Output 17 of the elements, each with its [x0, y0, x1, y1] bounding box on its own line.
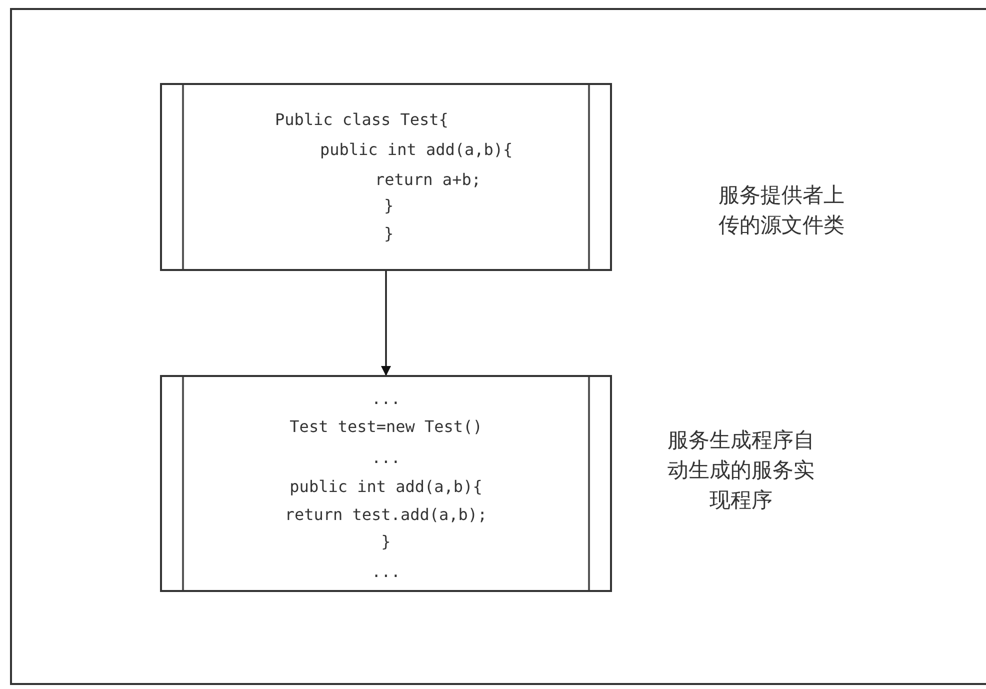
arrow	[381, 271, 391, 376]
code-line: public int add(a,b){	[288, 477, 484, 497]
code-line: ...	[370, 389, 402, 409]
code-line: ...	[370, 562, 402, 582]
predefined-process-box	[160, 83, 612, 271]
side-note: 服务提供者上传的源文件类	[717, 182, 846, 239]
code-line: ...	[370, 448, 402, 468]
side-note: 服务生成程序自动生成的服务实现程序	[666, 427, 816, 514]
code-line: }	[380, 532, 392, 552]
predefined-process-box	[160, 375, 612, 592]
code-line: }	[384, 224, 394, 244]
code-line: return test.add(a,b);	[284, 505, 488, 525]
code-line: Test test=new Test()	[288, 417, 484, 437]
code-line: return a+b;	[375, 170, 481, 190]
code-line: }	[384, 196, 394, 216]
code-line: Public class Test{	[275, 110, 448, 130]
code-line: public int add(a,b){	[320, 140, 513, 160]
